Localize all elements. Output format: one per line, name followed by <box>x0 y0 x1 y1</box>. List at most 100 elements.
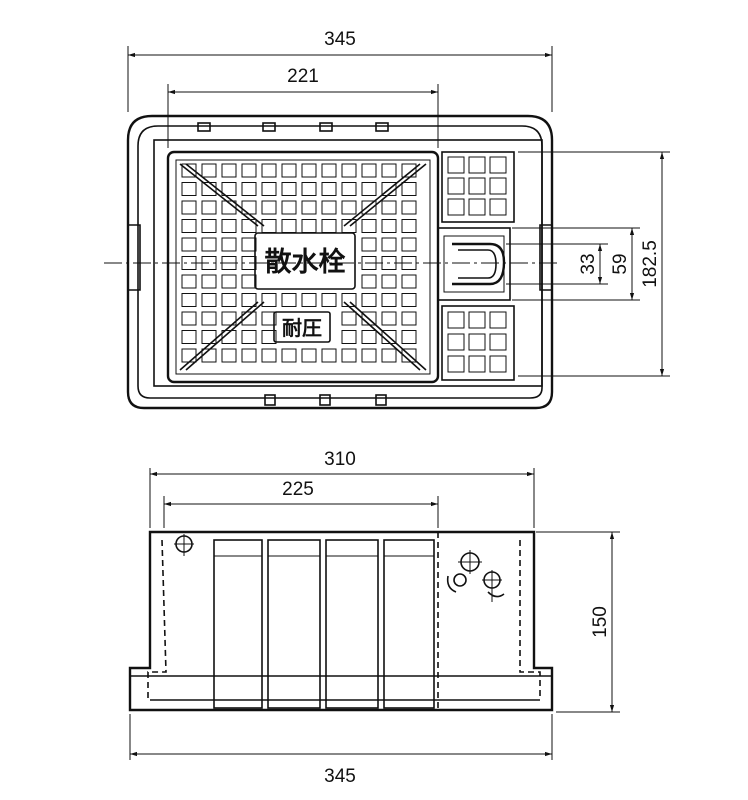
grid-cell <box>261 219 277 233</box>
sub-label-panel <box>273 311 331 343</box>
grid-cell <box>201 311 217 326</box>
grid-cell <box>321 200 337 215</box>
grid-cell <box>261 311 277 326</box>
dim-side-225: 225 <box>282 479 314 500</box>
cover-grid <box>181 163 417 363</box>
grid-cell <box>221 311 237 326</box>
grid-cell <box>361 330 377 344</box>
grid-cell <box>341 330 357 344</box>
grid-cell <box>241 237 257 252</box>
grid-cell <box>468 333 486 351</box>
side-dimensions: 310 225 150 345 <box>129 449 620 787</box>
grid-cell <box>221 237 237 252</box>
grid-cell <box>489 355 507 373</box>
key-opening <box>437 227 511 301</box>
grid-cell <box>361 293 377 307</box>
dim-right-59: 59 <box>610 253 631 274</box>
grid-cell <box>221 219 237 233</box>
grid-cell <box>201 237 217 252</box>
grid-cell <box>401 274 417 289</box>
right-grid-bottom <box>447 311 507 373</box>
grid-cell <box>341 200 357 215</box>
grid-cell <box>381 163 397 178</box>
grid-cell <box>401 182 417 196</box>
grid-cell <box>261 200 277 215</box>
grid-cell <box>321 348 337 363</box>
grid-cell <box>201 182 217 196</box>
grid-cell <box>181 182 197 196</box>
grid-cell <box>321 182 337 196</box>
grid-cell <box>447 355 465 373</box>
grid-cell <box>381 311 397 326</box>
grid-cell <box>281 163 297 178</box>
grid-cell <box>341 348 357 363</box>
grid-cell <box>201 200 217 215</box>
side-view <box>128 530 554 712</box>
grid-cell <box>181 237 197 252</box>
grid-cell <box>447 311 465 329</box>
grid-cell <box>361 163 377 178</box>
cover-sub-label: 耐圧 <box>282 316 322 340</box>
grid-cell <box>381 293 397 307</box>
grid-cell <box>468 355 486 373</box>
grid-cell <box>301 293 317 307</box>
grid-cell <box>447 198 465 216</box>
grid-cell <box>261 348 277 363</box>
grid-cell <box>401 348 417 363</box>
grid-cell <box>301 200 317 215</box>
grid-cell <box>221 163 237 178</box>
grid-cell <box>401 311 417 326</box>
grid-cell <box>181 330 197 344</box>
grid-cell <box>241 311 257 326</box>
grid-cell <box>181 200 197 215</box>
grid-cell <box>241 274 257 289</box>
dim-bottom-345: 345 <box>324 766 356 787</box>
main-label-panel <box>254 232 356 290</box>
grid-cell <box>401 293 417 307</box>
dim-side-150: 150 <box>590 606 611 638</box>
grid-cell <box>181 274 197 289</box>
grid-cell <box>201 163 217 178</box>
grid-cell <box>221 330 237 344</box>
grid-cell <box>468 311 486 329</box>
grid-cell <box>201 274 217 289</box>
grid-cell <box>361 274 377 289</box>
grid-cell <box>447 333 465 351</box>
grid-cell <box>361 348 377 363</box>
grid-cell <box>261 182 277 196</box>
dim-top-221: 221 <box>287 66 319 87</box>
grid-cell <box>489 311 507 329</box>
grid-cell <box>361 200 377 215</box>
grid-cell <box>261 330 277 344</box>
grid-cell <box>181 163 197 178</box>
dim-side-310: 310 <box>324 449 356 470</box>
grid-cell <box>241 348 257 363</box>
grid-cell <box>241 200 257 215</box>
cover-main-label: 散水栓 <box>265 247 346 278</box>
grid-cell <box>361 219 377 233</box>
grid-cell <box>381 200 397 215</box>
grid-cell <box>468 156 486 174</box>
grid-cell <box>221 293 237 307</box>
grid-cell <box>281 219 297 233</box>
grid-cell <box>181 348 197 363</box>
grid-cell <box>321 163 337 178</box>
grid-cell <box>341 182 357 196</box>
grid-cell <box>381 219 397 233</box>
hinge-mechanism <box>446 550 505 602</box>
grid-cell <box>221 274 237 289</box>
dim-right-33: 33 <box>578 253 599 274</box>
grid-cell <box>361 237 377 252</box>
grid-cell <box>321 293 337 307</box>
top-lugs <box>197 122 389 406</box>
grid-cell <box>401 237 417 252</box>
grid-cell <box>468 177 486 195</box>
grid-cell <box>221 348 237 363</box>
grid-cell <box>301 182 317 196</box>
grid-cell <box>301 219 317 233</box>
side-slots <box>213 539 435 709</box>
grid-cell <box>301 163 317 178</box>
grid-cell <box>241 219 257 233</box>
grid-cell <box>241 293 257 307</box>
